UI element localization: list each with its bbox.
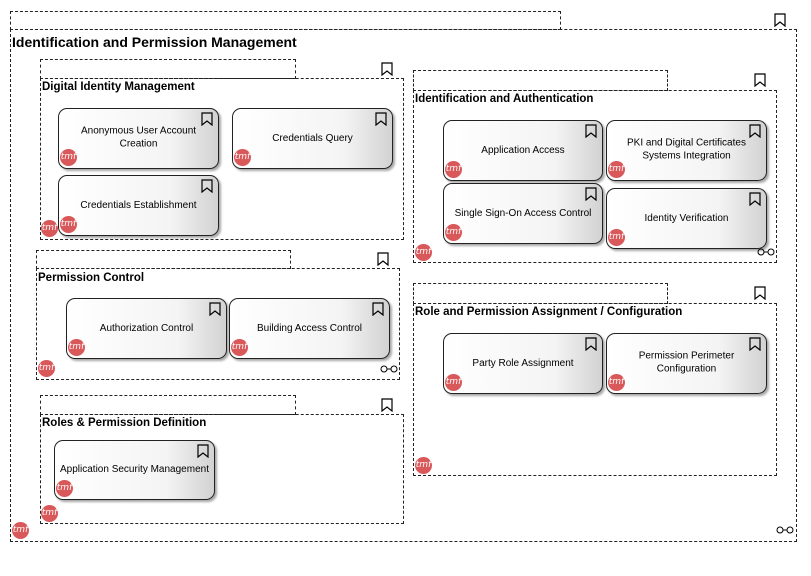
capability-box[interactable]: Party Role Assignment tmf (443, 333, 603, 394)
bookmark-icon (749, 192, 761, 206)
capability-box[interactable]: PKI and Digital Certificates Systems Int… (606, 120, 767, 181)
capability-label: Authorization Control (99, 322, 194, 334)
bookmark-icon (197, 444, 209, 458)
capability-label: Building Access Control (256, 322, 363, 334)
group-title: Role and Permission Assignment / Configu… (415, 306, 683, 318)
capability-box[interactable]: Authorization Control tmf (66, 298, 227, 359)
group-roles-definition (40, 414, 404, 524)
capability-label: Anonymous User Account Creation (80, 125, 197, 150)
tmf-badge-icon: tmf (608, 229, 625, 246)
tmf-badge-icon: tmf (608, 374, 625, 391)
group-identification (413, 90, 777, 263)
capability-box[interactable]: Credentials Establishment tmf (58, 175, 219, 236)
capability-box[interactable]: Building Access Control tmf (229, 298, 390, 359)
tmf-badge-icon: tmf (415, 244, 432, 261)
bookmark-icon (381, 62, 393, 76)
capability-label: PKI and Digital Certificates Systems Int… (627, 137, 746, 162)
tmf-badge-icon: tmf (41, 220, 58, 237)
tmf-badge-icon: tmf (445, 224, 462, 241)
capability-box[interactable]: Application Security Management tmf (54, 440, 215, 500)
group-title: Permission Control (38, 272, 145, 284)
capability-box[interactable]: Permission Perimeter Configuration tmf (606, 333, 767, 394)
main-group-tab (10, 11, 561, 30)
bookmark-icon (585, 187, 597, 201)
tmf-badge-icon: tmf (445, 161, 462, 178)
group-permission-control (36, 268, 400, 380)
tmf-badge-icon: tmf (41, 505, 58, 522)
tmf-badge-icon: tmf (68, 339, 85, 356)
tmf-badge-icon: tmf (60, 149, 77, 166)
group-title: Identification and Authentication (415, 93, 594, 105)
bookmark-icon (754, 286, 766, 300)
link-chain-icon (757, 248, 775, 256)
bookmark-icon (375, 112, 387, 126)
tmf-badge-icon: tmf (60, 216, 77, 233)
capability-box[interactable]: Single Sign-On Access Control tmf (443, 183, 603, 244)
capability-label: Credentials Establishment (80, 199, 197, 211)
tmf-badge-icon: tmf (234, 149, 251, 166)
tmf-badge-icon: tmf (38, 360, 55, 377)
group-tab (40, 59, 296, 79)
capability-box[interactable]: Credentials Query tmf (232, 108, 393, 169)
capability-label: Party Role Assignment (472, 357, 574, 369)
group-tab (413, 283, 668, 304)
capability-label: Permission Perimeter Configuration (638, 350, 735, 375)
tmf-badge-icon: tmf (12, 522, 29, 539)
group-tab (40, 395, 296, 415)
group-role-assignment (413, 303, 777, 476)
group-tab (36, 250, 291, 269)
bookmark-icon (377, 252, 389, 266)
group-digital-identity (40, 78, 404, 240)
bookmark-icon (749, 124, 761, 138)
capability-label: Identity Verification (644, 212, 729, 224)
group-title: Roles & Permission Definition (42, 417, 207, 429)
link-chain-icon (380, 365, 398, 373)
bookmark-icon (774, 13, 786, 27)
tmf-badge-icon: tmf (231, 339, 248, 356)
tmf-badge-icon: tmf (445, 374, 462, 391)
group-title: Digital Identity Management (42, 81, 195, 93)
capability-box[interactable]: Application Access tmf (443, 120, 603, 181)
tmf-badge-icon: tmf (415, 457, 432, 474)
link-chain-icon (776, 526, 794, 534)
bookmark-icon (201, 179, 213, 193)
bookmark-icon (381, 398, 393, 412)
bookmark-icon (754, 73, 766, 87)
main-group-frame (10, 29, 797, 542)
main-group-title: Identification and Permission Management (12, 34, 297, 50)
capability-label: Application Security Management (60, 463, 209, 475)
capability-label: Single Sign-On Access Control (454, 207, 592, 219)
group-tab (413, 70, 668, 91)
bookmark-icon (372, 302, 384, 316)
capability-label: Application Access (481, 144, 565, 156)
capability-label: Credentials Query (272, 132, 353, 144)
bookmark-icon (201, 112, 213, 126)
bookmark-icon (749, 337, 761, 351)
bookmark-icon (585, 124, 597, 138)
capability-box[interactable]: Identity Verification tmf (606, 188, 767, 249)
tmf-badge-icon: tmf (56, 480, 73, 497)
bookmark-icon (585, 337, 597, 351)
tmf-badge-icon: tmf (608, 161, 625, 178)
capability-box[interactable]: Anonymous User Account Creation tmf (58, 108, 219, 169)
bookmark-icon (209, 302, 221, 316)
